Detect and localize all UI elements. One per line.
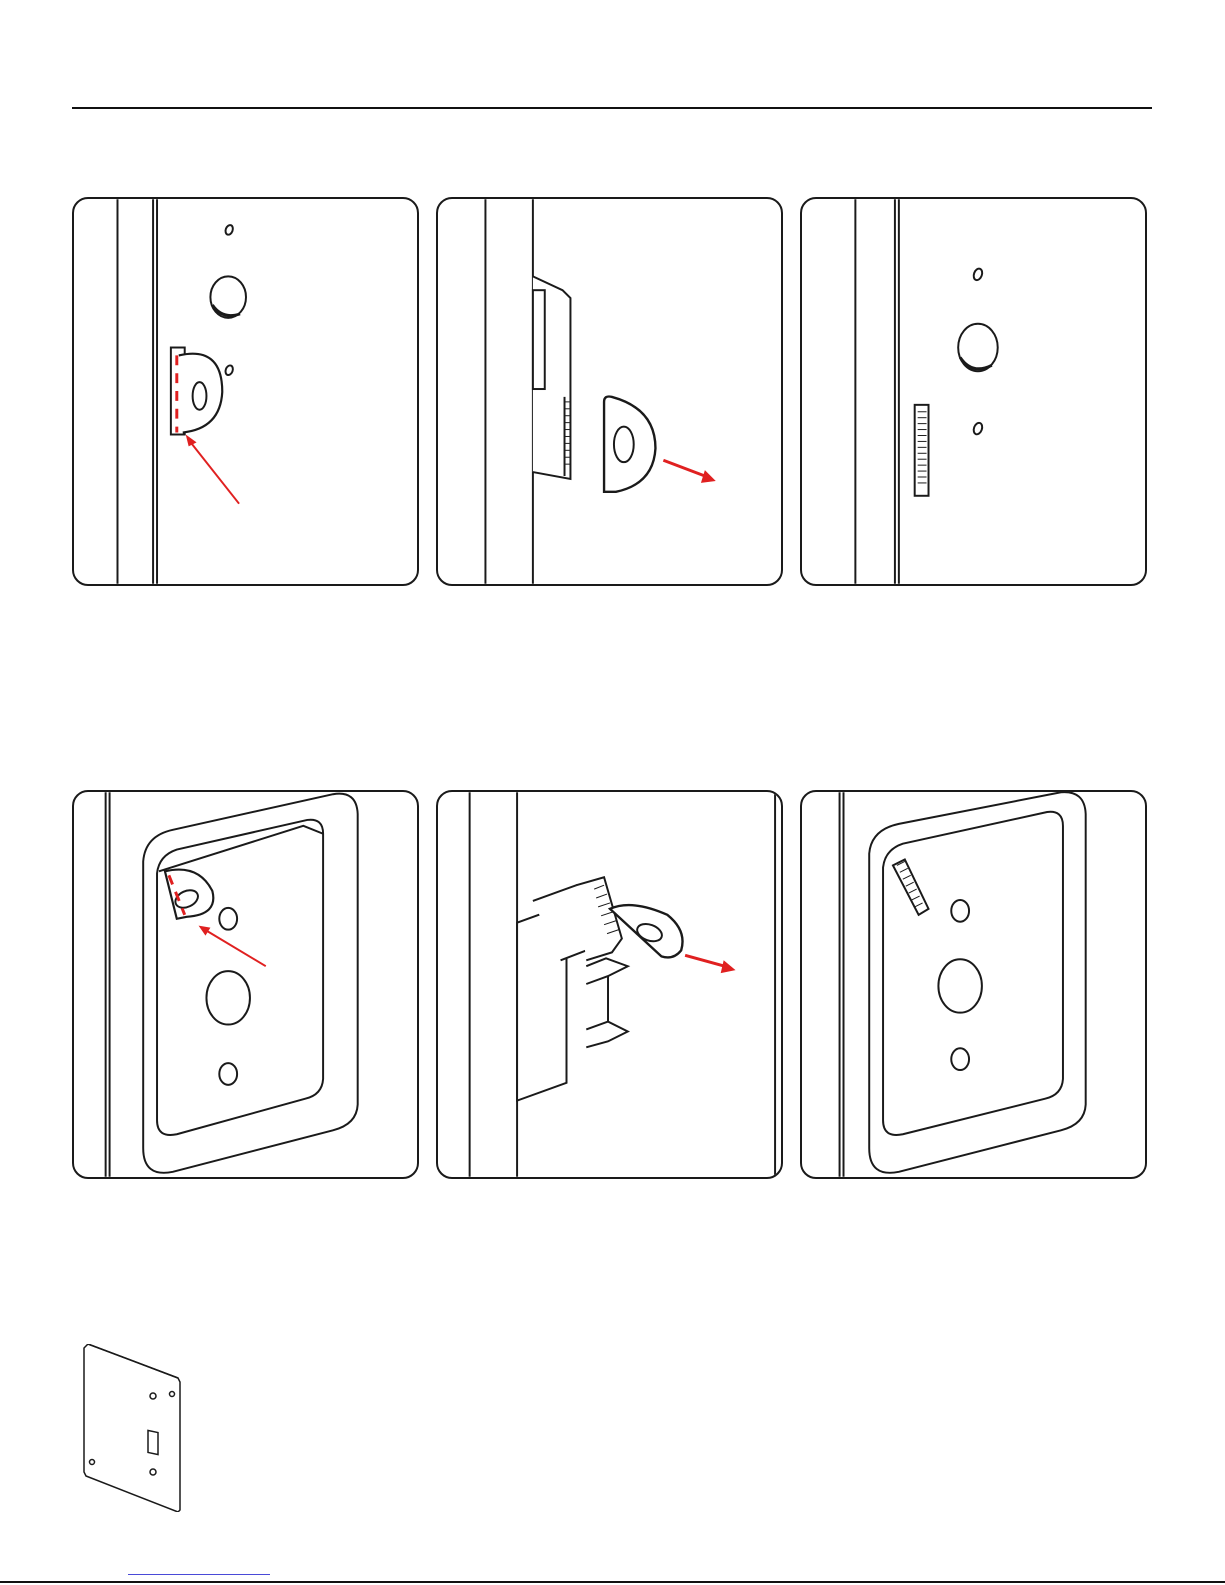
panel-5-bracket-tab-removal bbox=[436, 790, 783, 1179]
link-underline[interactable] bbox=[128, 1574, 270, 1575]
switch-plate-icon bbox=[80, 1344, 190, 1512]
tab-installed-illustration bbox=[74, 199, 417, 584]
top-rule bbox=[72, 107, 1152, 109]
panel-3-clip-removed bbox=[800, 197, 1147, 586]
panel-4-framed-tab-installed bbox=[72, 790, 419, 1179]
framed-clip-removed-illustration bbox=[802, 792, 1145, 1177]
bracket-tab-removal-illustration bbox=[438, 792, 781, 1177]
framed-tab-installed-illustration bbox=[74, 792, 417, 1177]
clip-removed-illustration bbox=[802, 199, 1145, 584]
panel-1-tab-installed bbox=[72, 197, 419, 586]
bottom-rule bbox=[0, 1581, 1225, 1583]
tab-removal-illustration bbox=[438, 199, 781, 584]
panel-6-framed-clip-removed bbox=[800, 790, 1147, 1179]
switch-plate-thumbnail bbox=[80, 1344, 190, 1512]
panel-2-tab-removal bbox=[436, 197, 783, 586]
